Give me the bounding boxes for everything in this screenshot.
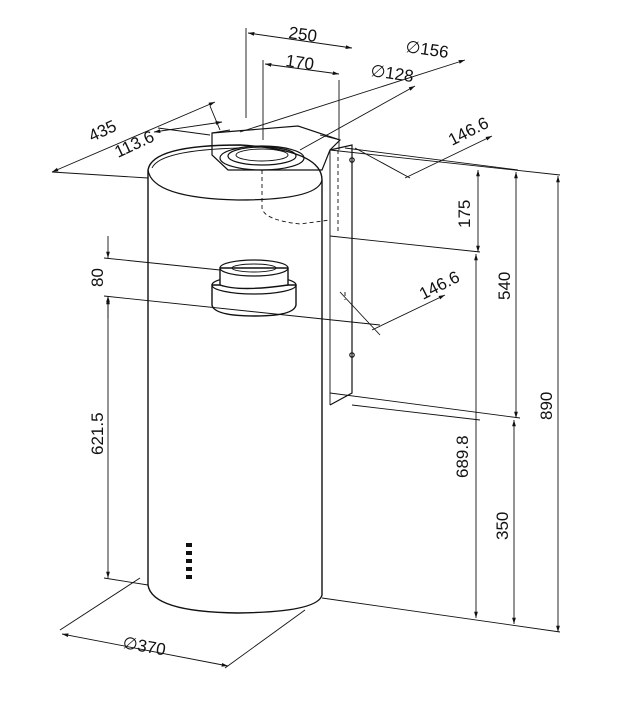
hood-cylinder [147, 144, 323, 614]
dim-350: 350 [493, 512, 512, 540]
dim-128: ∅128 [369, 61, 414, 86]
dim-689-8: 689.8 [453, 435, 472, 478]
dim-156: ∅156 [404, 37, 449, 62]
dim-175: 175 [455, 200, 474, 228]
button-3 [186, 559, 192, 563]
dim-170: 170 [284, 51, 315, 74]
button-2 [186, 551, 192, 555]
dim-435: 435 [86, 116, 120, 145]
button-1 [186, 543, 192, 547]
dim-621-5: 621.5 [88, 412, 107, 455]
dim-370: ∅370 [121, 633, 167, 659]
wall-bracket [329, 144, 355, 406]
dim-80: 80 [88, 268, 107, 287]
bottom-spigot [211, 259, 297, 317]
dimension-lines [51, 32, 560, 667]
dim-250: 250 [287, 23, 318, 46]
control-buttons [186, 543, 192, 579]
button-4 [186, 567, 192, 571]
dim-890: 890 [537, 392, 556, 420]
button-5 [186, 575, 192, 579]
hidden-lines [261, 150, 346, 300]
dim-540: 540 [495, 272, 514, 300]
extension-lines [51, 28, 561, 669]
dim-146-6-top: 146.6 [445, 113, 492, 149]
